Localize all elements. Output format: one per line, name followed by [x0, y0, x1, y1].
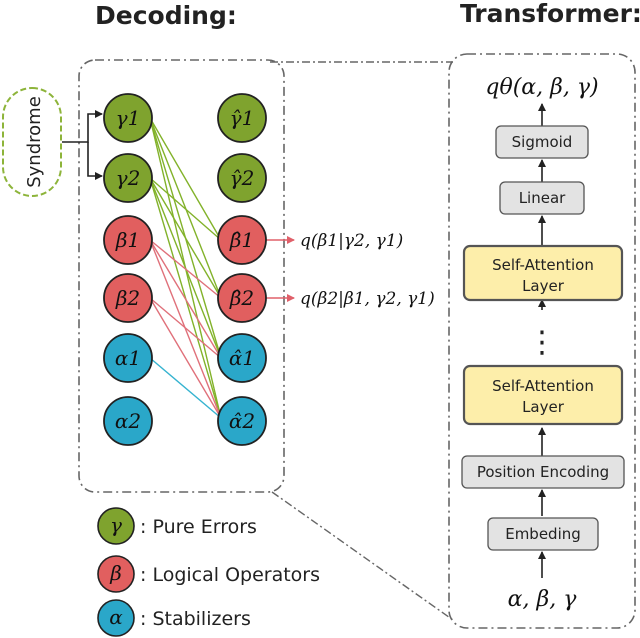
- legend-alpha: α : Stabilizers: [97, 599, 251, 637]
- decoding-frame: [78, 59, 285, 493]
- transformer-frame: [448, 53, 636, 629]
- node-alpha1: α1: [103, 333, 153, 383]
- edge-g1-b2hat: [149, 117, 222, 299]
- legend-beta: β : Logical Operators: [97, 555, 320, 593]
- linear-label: Linear: [519, 189, 566, 207]
- edge-g1-b1hat: [149, 117, 222, 241]
- edge-b2-a2hat: [149, 297, 222, 419]
- legend-gamma-symbol: γ: [110, 513, 122, 537]
- node-gamma2-label: γ2: [116, 166, 141, 190]
- position-encoding-block: Position Encoding: [461, 455, 625, 489]
- position-encoding-label: Position Encoding: [477, 463, 609, 481]
- node-gamma2-hat-label: γ̂2: [230, 166, 255, 190]
- self-attention-bottom-line1: Self-Attention: [492, 377, 594, 395]
- self-attention-block-bottom: Self-Attention Layer: [462, 364, 624, 426]
- node-alpha2: α2: [103, 396, 153, 446]
- self-attention-top-line1: Self-Attention: [492, 256, 594, 274]
- node-alpha1-hat-label: α̂1: [229, 346, 255, 370]
- transformer-input-label: α, β, γ: [508, 587, 578, 612]
- transformer-title: Transformer:: [460, 0, 640, 28]
- edge-b1-b2hat: [149, 239, 222, 299]
- embedding-block: Embeding: [487, 517, 599, 551]
- node-beta1-hat-label: β̂1: [229, 228, 254, 252]
- node-alpha2-hat: α̂2: [217, 396, 267, 446]
- syndrome-arrow-gamma1: [62, 110, 103, 143]
- edge-g2-a1hat: [149, 177, 222, 359]
- node-beta1: β1: [103, 215, 153, 265]
- edge-b2-a1hat: [149, 297, 222, 359]
- node-gamma1-hat-label: γ̂1: [230, 106, 255, 130]
- legend-beta-symbol: β: [109, 561, 122, 585]
- node-beta1-hat: β̂1: [217, 215, 267, 265]
- linear-block: Linear: [499, 181, 585, 215]
- sigmoid-label: Sigmoid: [512, 133, 573, 151]
- legend-alpha-symbol: α: [109, 605, 123, 629]
- edge-b1-a1hat: [149, 239, 222, 359]
- self-attention-top-line2: Layer: [522, 277, 565, 295]
- edge-g2-b1hat: [149, 177, 222, 241]
- node-gamma2-hat: γ̂2: [217, 153, 267, 203]
- syndrome-arrow-gamma2: [87, 142, 103, 180]
- self-attention-bottom-line2: Layer: [522, 398, 565, 416]
- transformer-output-label: qθ(α, β, γ): [485, 75, 598, 100]
- node-alpha2-label: α2: [115, 409, 141, 433]
- decoding-title: Decoding:: [95, 1, 237, 30]
- beta1-probability-label: q(β1|γ2, γ1): [300, 231, 403, 251]
- legend-gamma: γ : Pure Errors: [97, 507, 257, 545]
- red-edges: [149, 239, 222, 419]
- node-alpha1-label: α1: [115, 346, 141, 370]
- node-beta1-label: β1: [115, 228, 140, 252]
- sigmoid-block: Sigmoid: [495, 125, 589, 159]
- self-attention-block-top: Self-Attention Layer: [462, 244, 624, 302]
- node-beta2: β2: [103, 273, 153, 323]
- node-alpha2-hat-label: α̂2: [229, 409, 255, 433]
- node-beta2-hat: β̂2: [217, 273, 267, 323]
- node-gamma1-label: γ1: [116, 106, 141, 130]
- legend-beta-text: : Logical Operators: [140, 564, 320, 586]
- stack-ellipsis: ⋮: [527, 325, 557, 360]
- node-gamma1: γ1: [103, 93, 153, 143]
- syndrome-box: [2, 87, 62, 197]
- embedding-label: Embeding: [505, 525, 581, 543]
- node-gamma2: γ2: [103, 153, 153, 203]
- legend-gamma-text: : Pure Errors: [140, 516, 257, 538]
- beta2-probability-label: q(β2|β1, γ2, γ1): [300, 289, 435, 309]
- node-beta2-label: β2: [115, 286, 140, 310]
- legend-alpha-text: : Stabilizers: [140, 608, 251, 630]
- node-gamma1-hat: γ̂1: [217, 93, 267, 143]
- zoom-line-bottom: [271, 491, 454, 621]
- node-alpha1-hat: α̂1: [217, 333, 267, 383]
- node-beta2-hat-label: β̂2: [229, 286, 254, 310]
- edge-a1-a2hat: [149, 357, 222, 419]
- edge-g2-b2hat: [149, 177, 222, 299]
- edge-b1-a2hat: [149, 239, 222, 419]
- syndrome-label: Syndrome: [24, 96, 45, 188]
